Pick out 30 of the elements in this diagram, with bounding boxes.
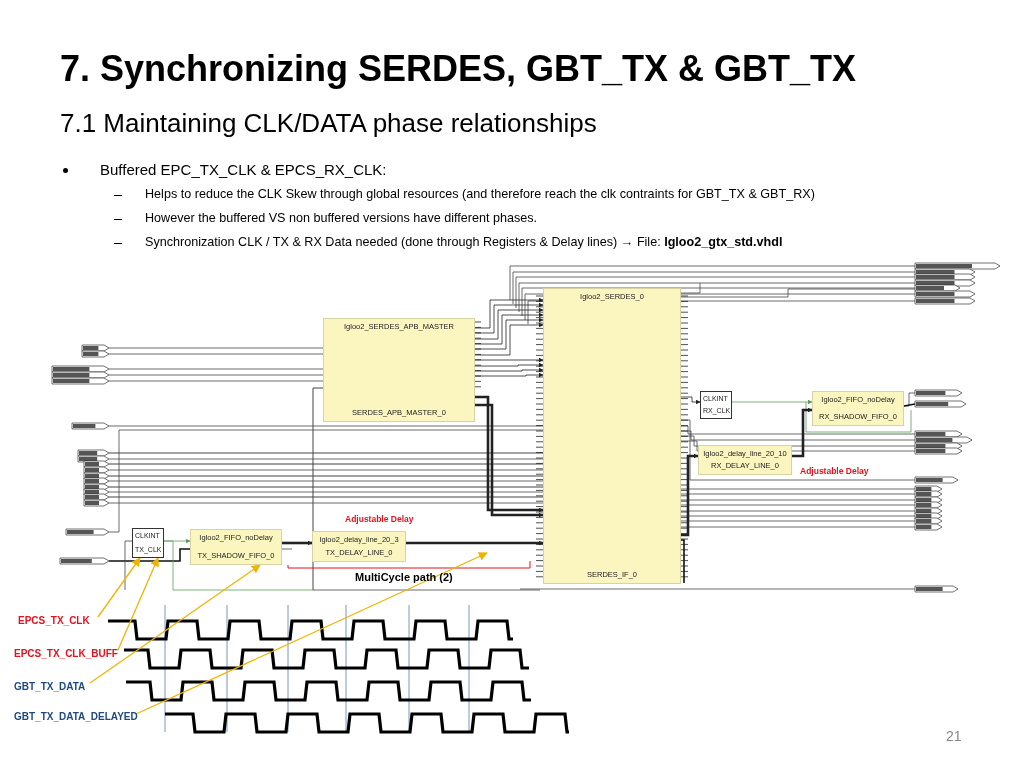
annotation: MultiCycle path (2) — [355, 571, 453, 583]
annotation: Adjustable Delay — [800, 466, 869, 476]
clock-buffer-block — [132, 528, 164, 558]
clock-buffer-block — [700, 391, 732, 419]
bullet-text: Synchronization CLK / TX & RX Data needed (done through Registers & Delay lines) → File: Igloo2_gtx_std.vhdl — [145, 235, 783, 249]
wire — [792, 407, 813, 458]
wire — [681, 453, 699, 537]
module-block — [312, 531, 406, 562]
signal-label: GBT_TX_DATA — [14, 681, 90, 695]
leader-line — [135, 552, 488, 715]
bullet-text: However the buffered VS non buffered versions have different phases. — [145, 211, 538, 225]
module-block — [323, 318, 475, 422]
bullet-text: Buffered EPC_TX_CLK & EPCS_RX_CLK: — [100, 161, 387, 178]
wire — [282, 540, 313, 546]
page-number: 21 — [946, 728, 962, 744]
leader-line — [89, 564, 261, 684]
leader-line — [97, 557, 141, 618]
bullet-text: Helps to reduce the CLK Skew through global resources (and therefore reach the clk contraints for GBT_TX & GBT_RX) — [145, 187, 815, 201]
wire — [406, 540, 544, 546]
module-block — [543, 288, 681, 584]
annotation: Adjustable Delay — [345, 514, 414, 524]
module-block — [190, 529, 282, 565]
slide-title: 7. Synchronizing SERDES, GBT_TX & GBT_TX — [60, 48, 857, 90]
module-block — [812, 391, 904, 426]
subtitle: 7.1 Maintaining CLK/DATA phase relationships — [60, 108, 597, 139]
signal-label: EPCS_TX_CLK — [18, 615, 98, 629]
signal-label: EPCS_TX_CLK_BUFF — [14, 648, 118, 662]
leader-line — [117, 557, 159, 651]
module-block — [698, 445, 792, 475]
signal-label: GBT_TX_DATA_DELAYED — [14, 711, 136, 725]
